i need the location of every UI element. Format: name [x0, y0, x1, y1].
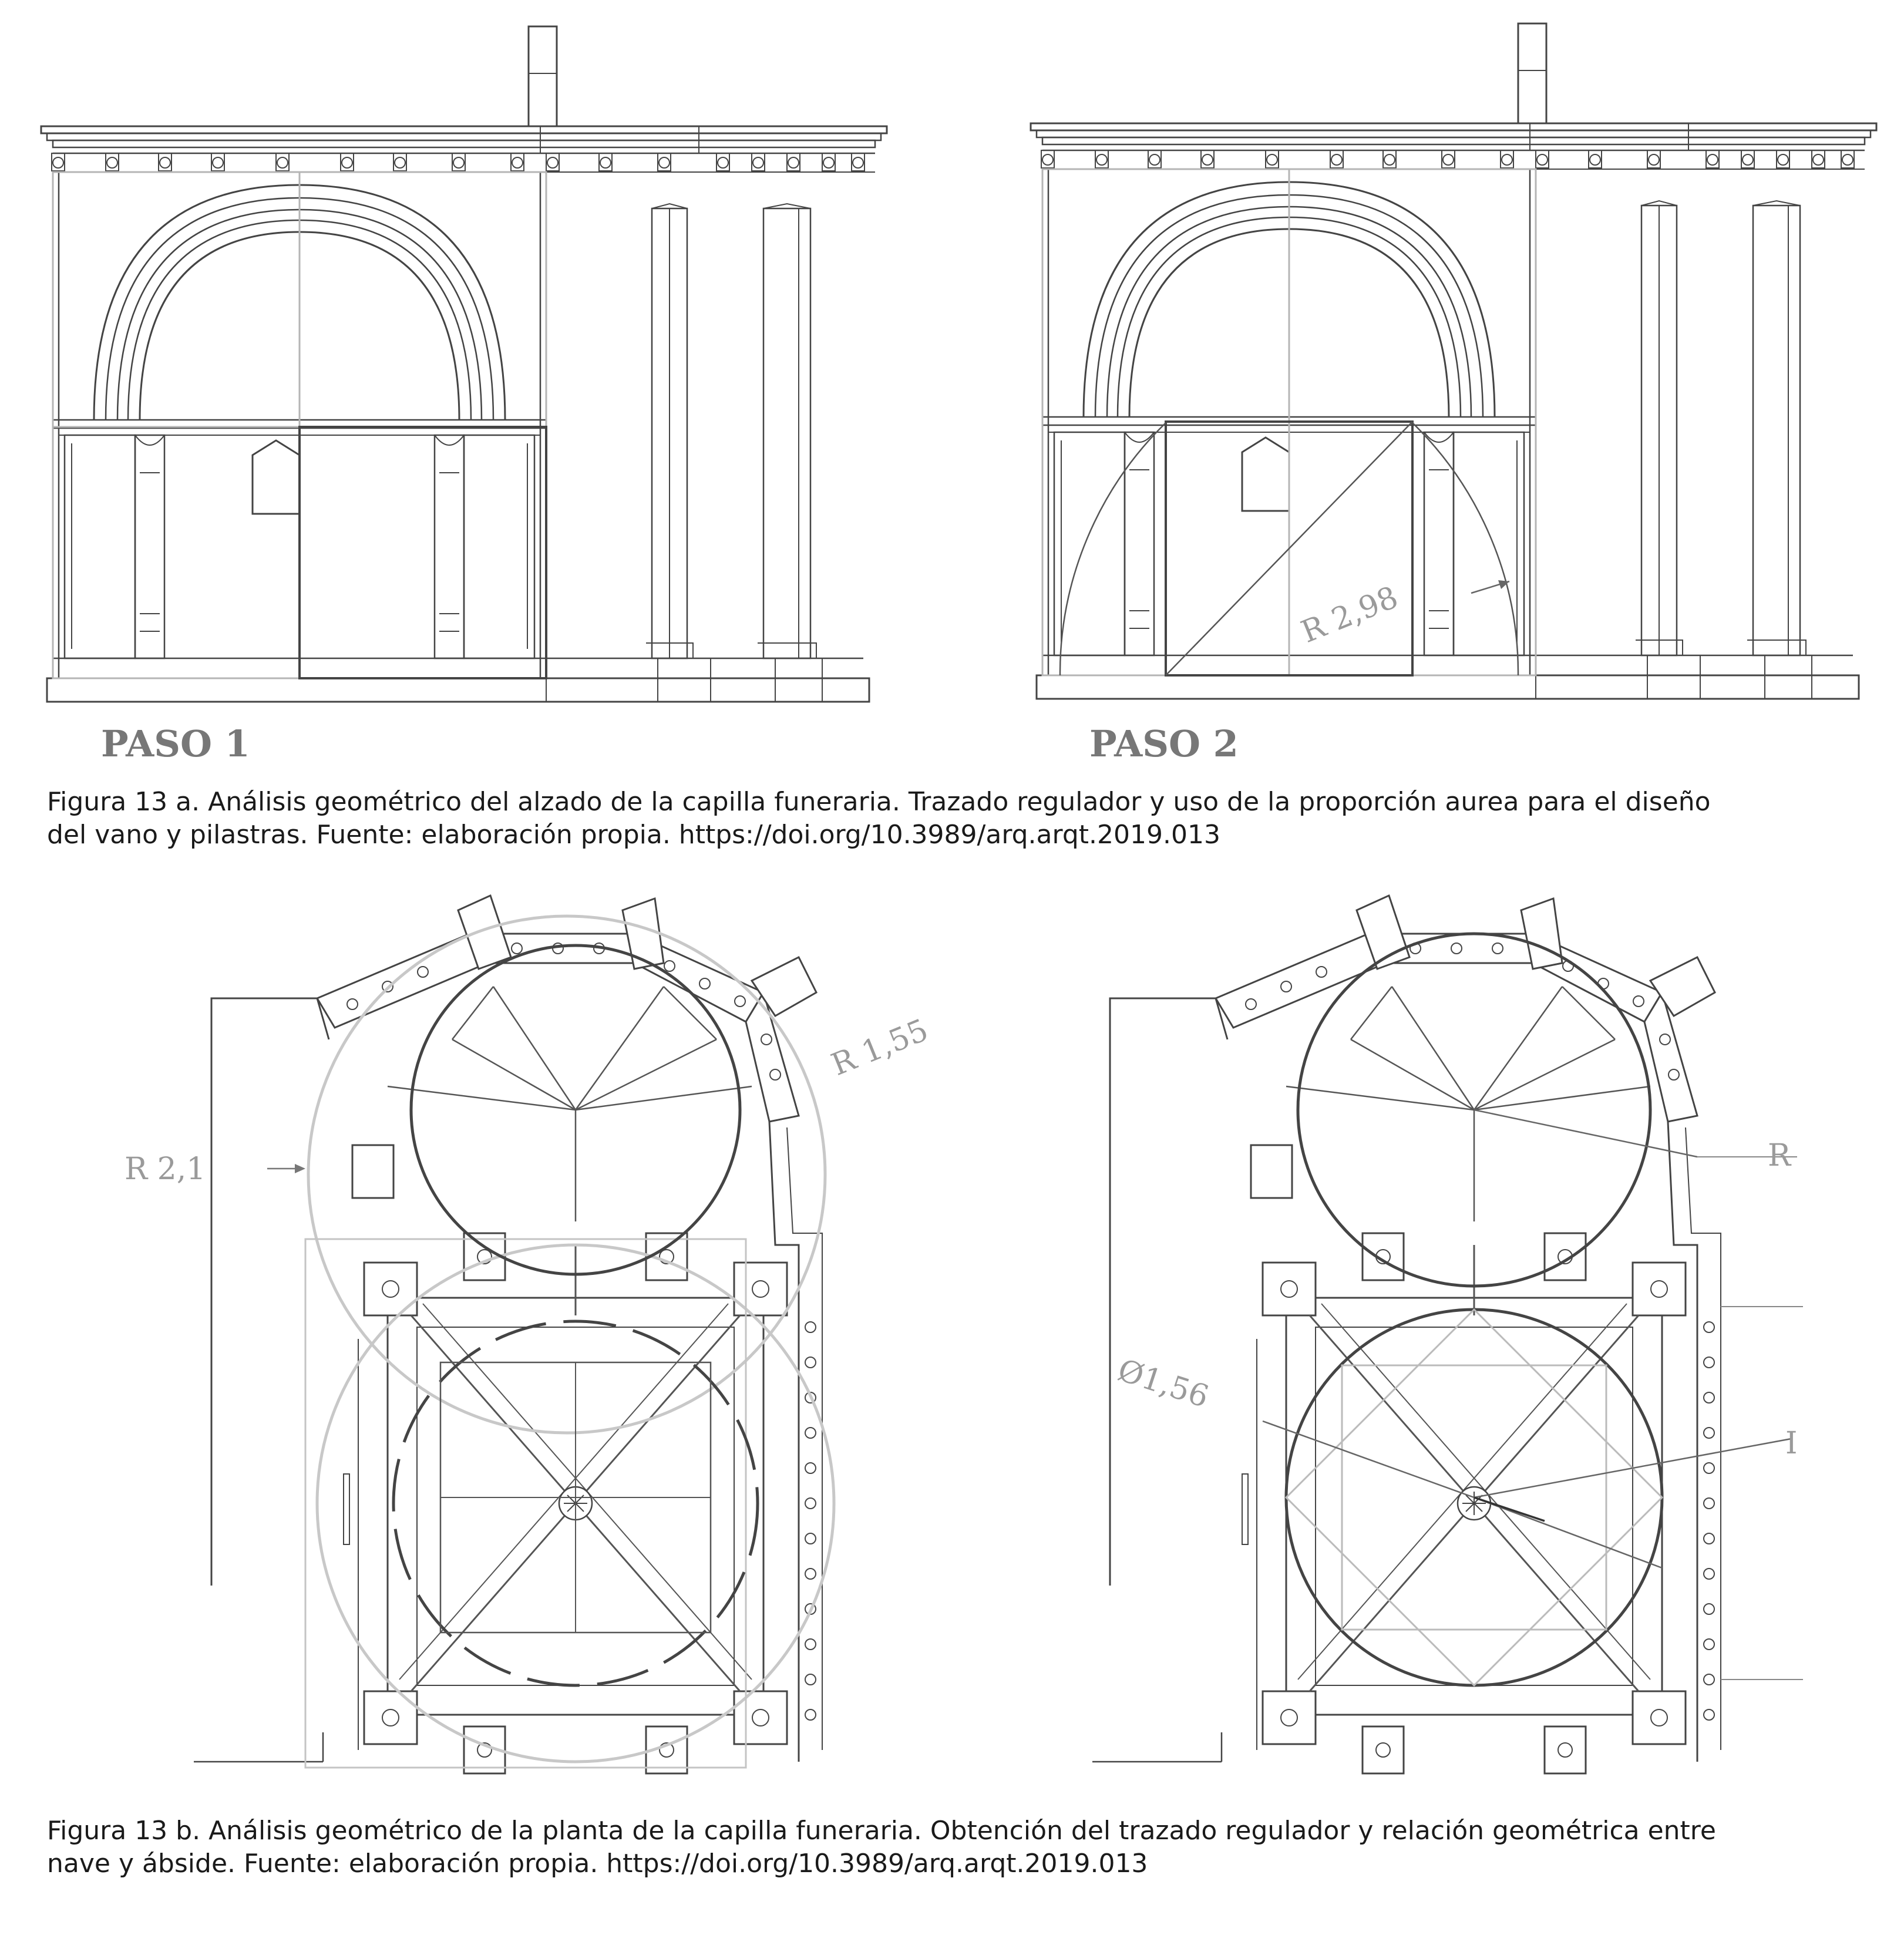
plan-right: [1091, 894, 1803, 1775]
dimension-r-partial-2: I: [1785, 1426, 1798, 1461]
step-1-label: PASO 1: [101, 722, 250, 765]
caption-figure-13a: Figura 13 a. Análisis geométrico del alz…: [47, 786, 1868, 851]
dimension-d-1-56: Ø1,56: [1114, 1352, 1213, 1415]
caption-13b-line-2: nave y ábside. Fuente: elaboración propi…: [47, 1849, 1148, 1879]
dimension-r-partial: R: [1768, 1138, 1792, 1173]
plan-left: [193, 894, 836, 1775]
caption-13a-line-2: del vano y pilastras. Fuente: elaboració…: [47, 820, 1220, 850]
dimension-r-1-55: R 1,55: [826, 1012, 933, 1083]
caption-13a-line-1: Figura 13 a. Análisis geométrico del alz…: [47, 787, 1711, 817]
elevation-paso-1: [40, 25, 888, 703]
dimension-r-2-1: R 2,1: [125, 1152, 206, 1187]
elevation-paso-2: [1030, 22, 1878, 700]
step-2-label: PASO 2: [1089, 722, 1239, 765]
dimension-r-2-98: R 2,98: [1296, 580, 1402, 650]
caption-13b-line-1: Figura 13 b. Análisis geométrico de la p…: [47, 1816, 1716, 1846]
caption-figure-13b: Figura 13 b. Análisis geométrico de la p…: [47, 1815, 1868, 1880]
